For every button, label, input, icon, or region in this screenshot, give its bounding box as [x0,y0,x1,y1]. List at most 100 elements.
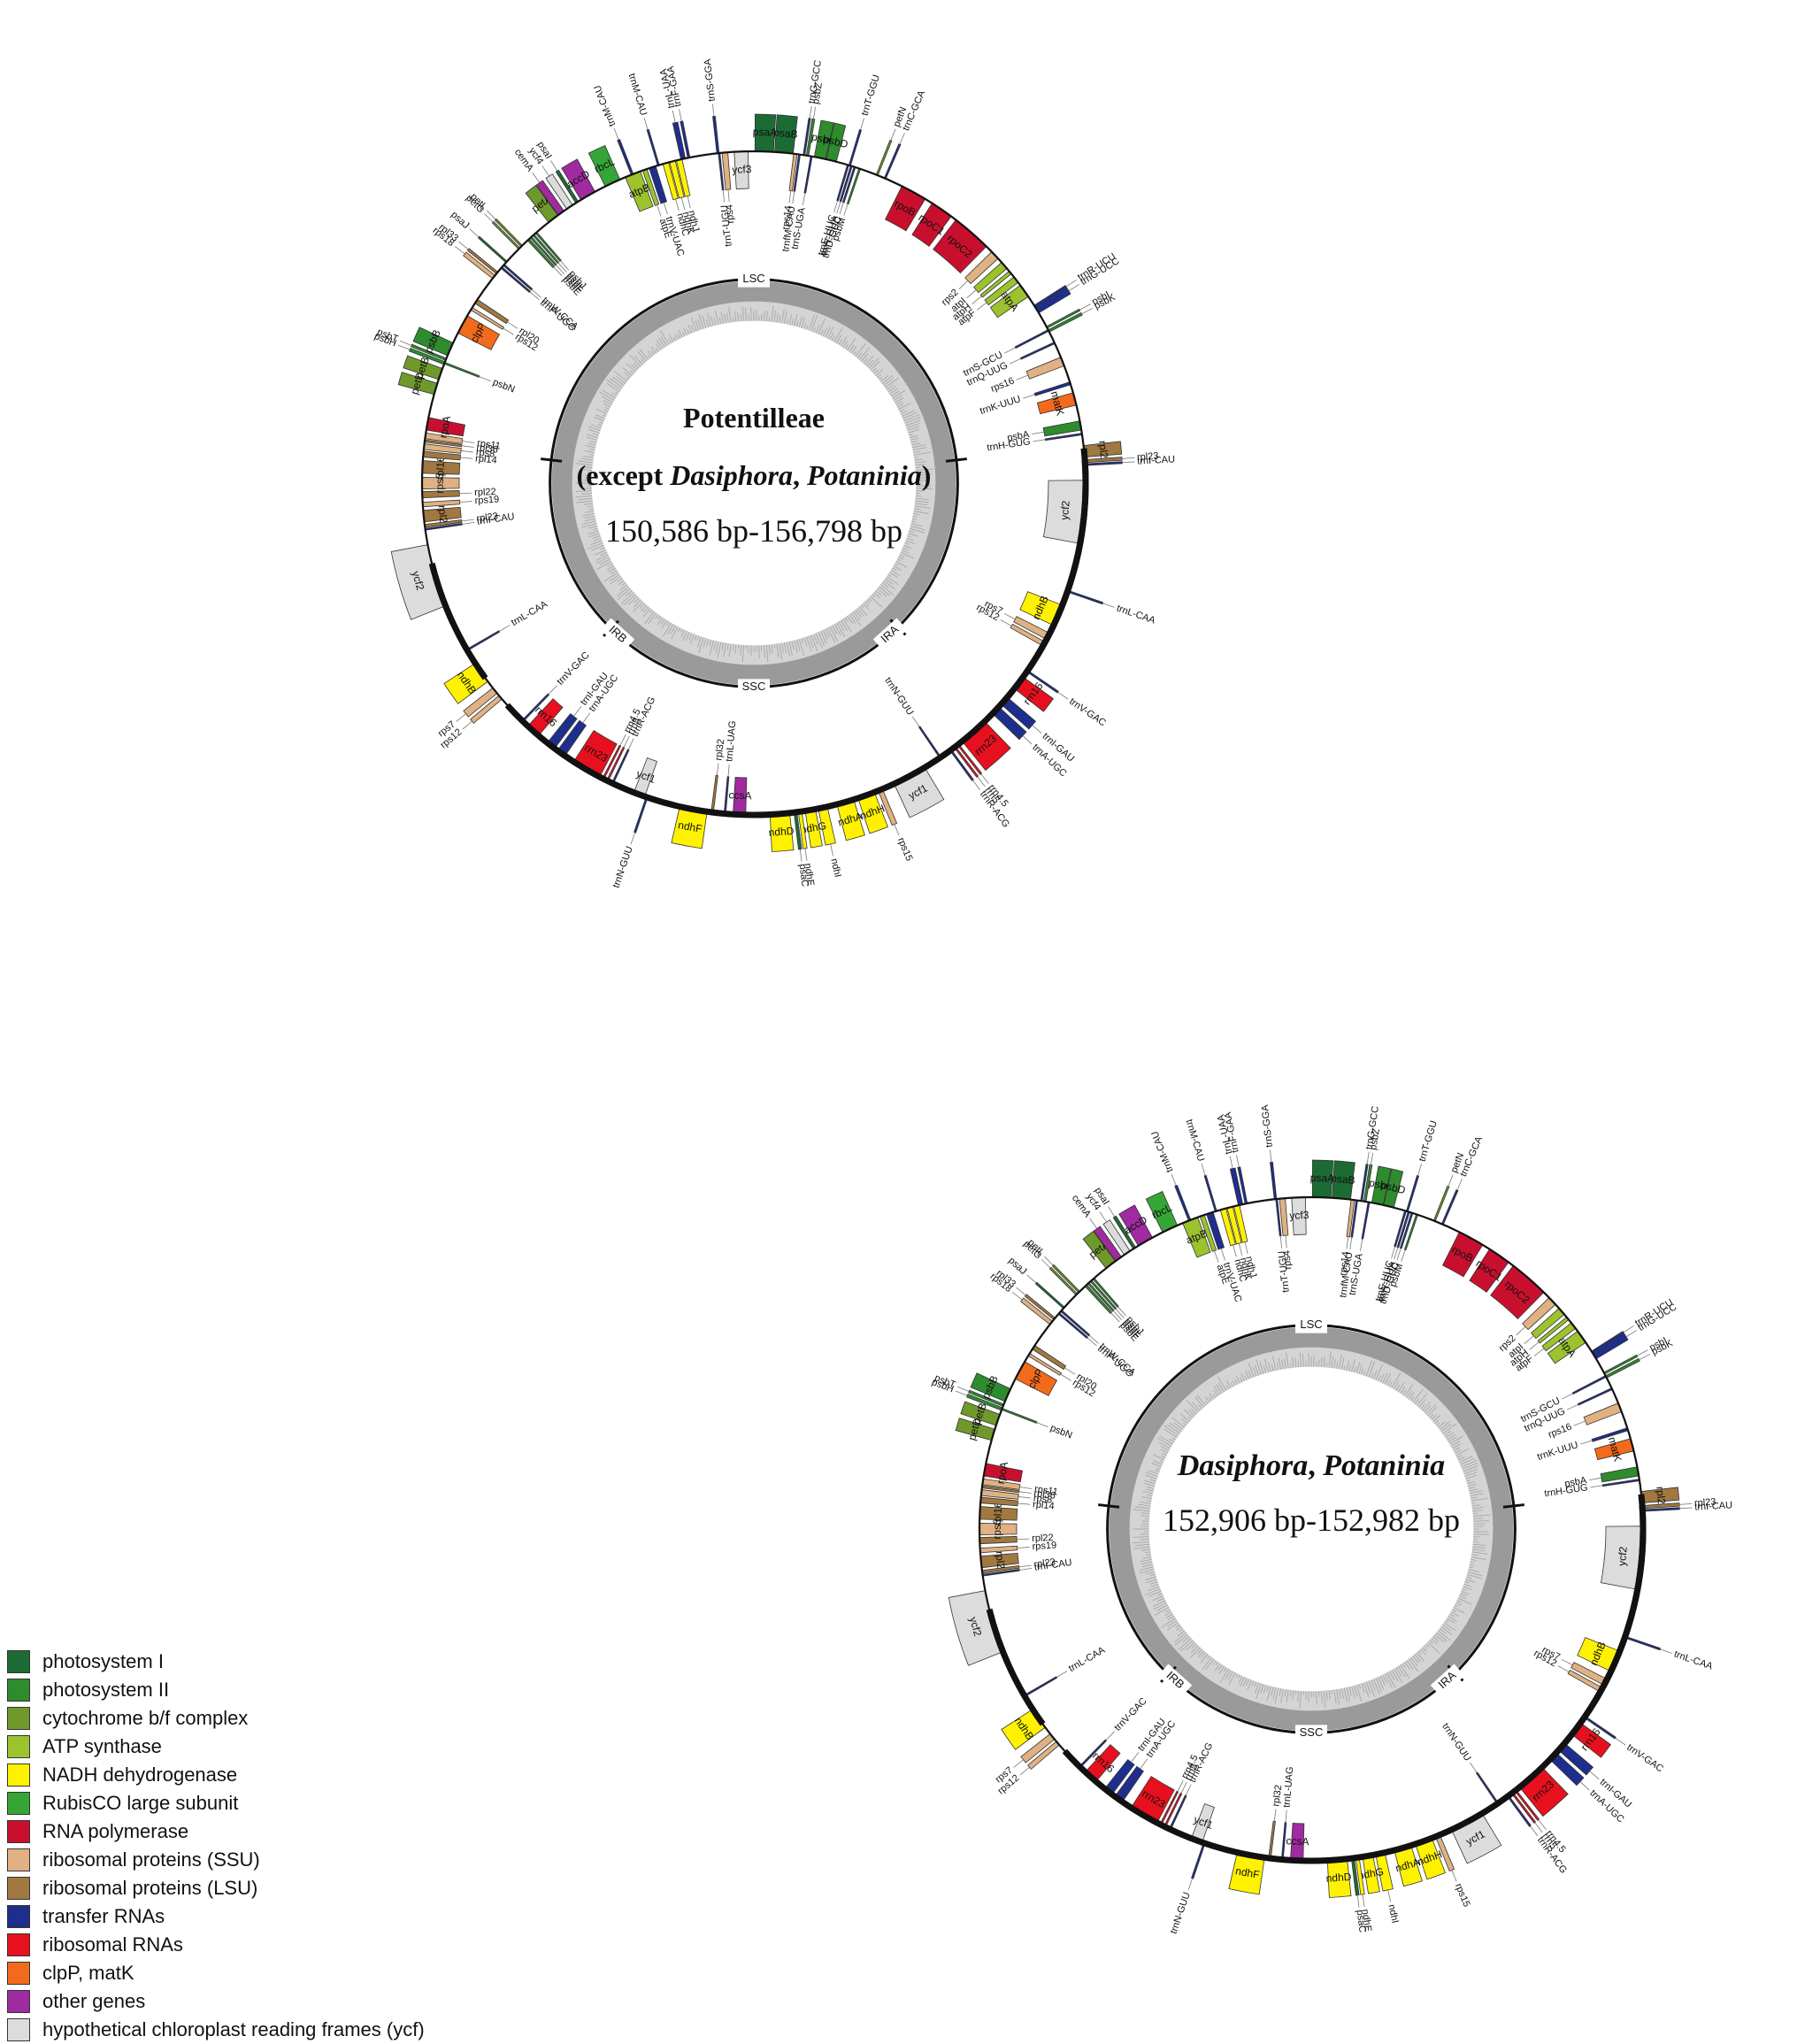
legend-label: transfer RNAs [42,1905,165,1928]
map2-label-leader [1111,1313,1120,1322]
map1-gene-label: trnS-GGA [703,58,718,102]
map2-gene-label: trnM-CAU [1184,1118,1207,1163]
map1-label-leader [800,849,802,862]
map1-label-leader [550,160,557,171]
legend-item: NADH dehydrogenase [7,1761,520,1789]
map1-subtitle: (except Dasiphora, Potaninia) [577,459,932,491]
legend-label: clpP, matK [42,1962,134,1985]
map2-gene-trnp-ugg [1058,1313,1087,1339]
map1-label-leader [484,213,493,222]
map2-gene-trng-ucc [1593,1333,1628,1358]
legend-item: hypothetical chloroplast reading frames … [7,2016,520,2044]
map2-gene-label: trnL-CAA [1672,1649,1714,1672]
legend-item: photosystem II [7,1676,520,1704]
map1-gene-label: trnM-CAU [592,83,618,127]
map2-label-leader [1574,1421,1586,1425]
map1-label-leader [542,165,549,176]
map2-label-leader [1534,1349,1544,1356]
map1-label-leader [681,197,684,210]
map2-label-leader [1089,1335,1099,1343]
map1-label-leader [837,202,841,213]
map1-label-leader [1001,620,1011,626]
map1-label-leader [895,825,899,836]
legend-label: ribosomal proteins (LSU) [42,1877,257,1900]
map1-label-leader [1023,735,1032,744]
map2-label-leader [1402,1249,1405,1261]
map2-label-leader [1562,1659,1572,1664]
map1-gene-label: ycf3 [732,163,752,176]
map2-gene-petl [1052,1264,1079,1292]
map1-gene-label: psaB [773,127,799,141]
map2-label-leader [1041,1259,1050,1268]
map1-label-leader [1004,613,1015,619]
map1-gene-trnn-guu [918,726,941,758]
map2-label-leader [1448,1175,1453,1187]
map2-gene-rps19 [980,1546,1018,1553]
map2-label-leader [1392,1247,1395,1258]
map2-label-leader [1106,1732,1115,1740]
map2-label-leader [1020,1767,1030,1775]
legend-swatch [7,1848,30,1871]
map1-label-leader [460,502,472,503]
map2-gene-trns-gcu [1572,1376,1606,1395]
map2-label-leader [1090,1218,1097,1228]
map1-label-leader [1033,726,1042,734]
map1-label-leader [834,201,838,212]
map1-center-title: Potentilleae (except Dasiphora, Potanini… [577,402,932,549]
map1-label-leader [813,107,815,119]
map1-gene-label: rpl2 [1096,440,1110,459]
map1-gene-label: petL [468,191,489,212]
map2-gene-label: rps15 [1453,1882,1472,1909]
map1-label-leader [844,204,848,215]
map2-gene-trnl-caa [1024,1677,1056,1697]
legend-item: transfer RNAs [7,1902,520,1931]
map2-gene-trnm-cau [1204,1175,1217,1211]
legend-item: photosystem I [7,1648,520,1676]
map2-gene-label: trnM-CAU [1149,1129,1175,1173]
map1-gene-label: trnK-UUU [979,394,1022,417]
map1-region-label-ssc: SSC [742,680,766,693]
map2-label-leader [1116,1309,1124,1318]
map2-gene-psba [1601,1467,1639,1482]
map1-gene-trns-gga [713,116,719,153]
map1-gene-trnt-ggu [849,129,861,165]
map1-inverted-repeat-arc [432,564,485,679]
map2-gene-label: ccsA [1286,1834,1309,1848]
map2-gene-label: psaB [1331,1172,1356,1187]
map1-label-leader [573,706,581,716]
legend-swatch [7,1990,30,2013]
map1-gene-psaj [478,236,507,263]
map1-label-leader [805,849,807,861]
map2-gene-label: ndhD [1325,1871,1352,1885]
map2-center-title: Dasiphora, Potaninia 152,906 bp-152,982 … [1163,1449,1460,1538]
map2-gene-trnm-cau [1175,1185,1191,1220]
legend-item: RubisCO large subunit [7,1789,520,1817]
map2-label-leader [1171,1174,1176,1186]
map2-label-leader [1470,1763,1477,1773]
map1-gene-trnl-caa [466,631,499,651]
map1-label-leader [810,106,811,119]
legend-swatch [7,2018,30,2041]
map2-gene-label: trnH-GUG [1544,1482,1589,1499]
map2-gene-trnn-guu [1192,1843,1205,1879]
map1-label-leader [487,211,495,219]
map2-label-leader [1562,1394,1572,1399]
map2-label-leader [1535,1823,1542,1833]
map1-gene-label: rpl2 [436,504,450,524]
map1-gene-trng-ucc [1035,288,1071,312]
map1-label-leader [624,736,629,748]
map2-label-leader [1580,1781,1589,1790]
map2-gene-label: rpl2 [1654,1486,1668,1505]
map2-gene-label: matK [1606,1436,1624,1464]
map1-label-leader [687,196,690,209]
map1-label-leader [1082,308,1093,313]
map2-label-leader [1214,1251,1218,1263]
map1-gene-trns-gcu [1015,330,1048,349]
map1-label-leader [1058,692,1069,699]
map1-gene-trnw-cca [503,265,533,290]
map1-label-leader [831,844,833,857]
map1-gene-label: trnN-GUU [882,675,915,717]
map2-gene-trnn-guu [1476,1772,1498,1804]
map2-label-leader [1589,1478,1601,1479]
map1-gene-label: trnN-GUU [611,845,635,889]
